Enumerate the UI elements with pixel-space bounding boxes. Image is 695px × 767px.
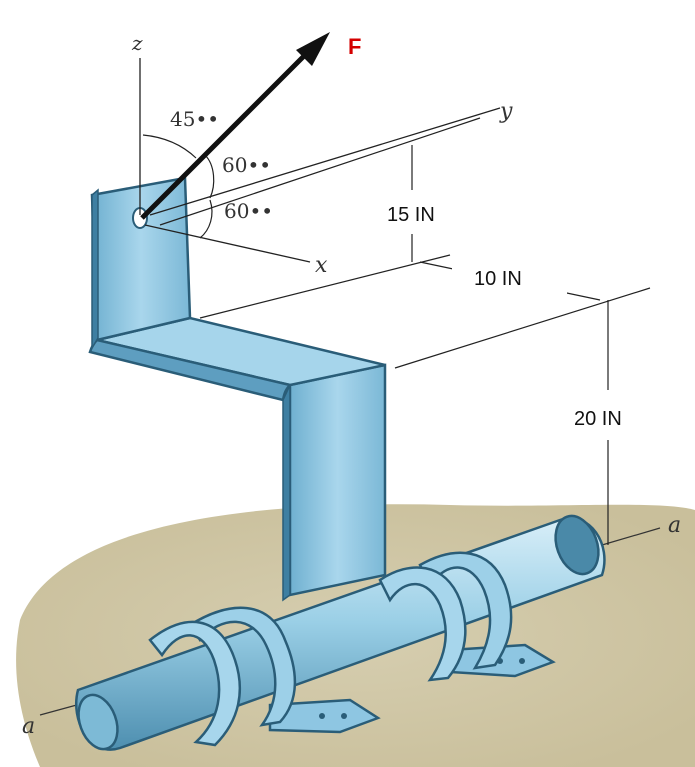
pipe-clamp-right [378, 551, 513, 682]
bent-bracket [88, 176, 387, 602]
axes [139, 58, 501, 263]
z-axis-label: z [131, 31, 143, 55]
y-axis-label: y [499, 99, 513, 124]
angle-gamma-label: 60•• [224, 199, 273, 223]
dimension-20-label: 20 IN [574, 408, 622, 430]
force-label: F [348, 34, 361, 59]
dimension-15-label: 15 IN [387, 204, 435, 226]
pipe [75, 514, 606, 751]
angle-alpha-label: 45•• [170, 107, 219, 131]
x-axis [144, 224, 311, 263]
dimension-10-label: 10 IN [474, 268, 522, 290]
x-axis-label: x [315, 253, 328, 278]
pipe-axis-label-left: a [22, 714, 35, 739]
pipe-clamp-left [148, 606, 297, 747]
clamp-foot-left [268, 698, 381, 734]
pipe-axis-label-right: a [668, 513, 681, 538]
pipe-axis-line-right [601, 527, 661, 546]
angle-arcs [142, 134, 215, 239]
force-vector [140, 32, 330, 220]
y-axis [149, 107, 501, 216]
angle-beta-label: 60•• [222, 153, 271, 177]
